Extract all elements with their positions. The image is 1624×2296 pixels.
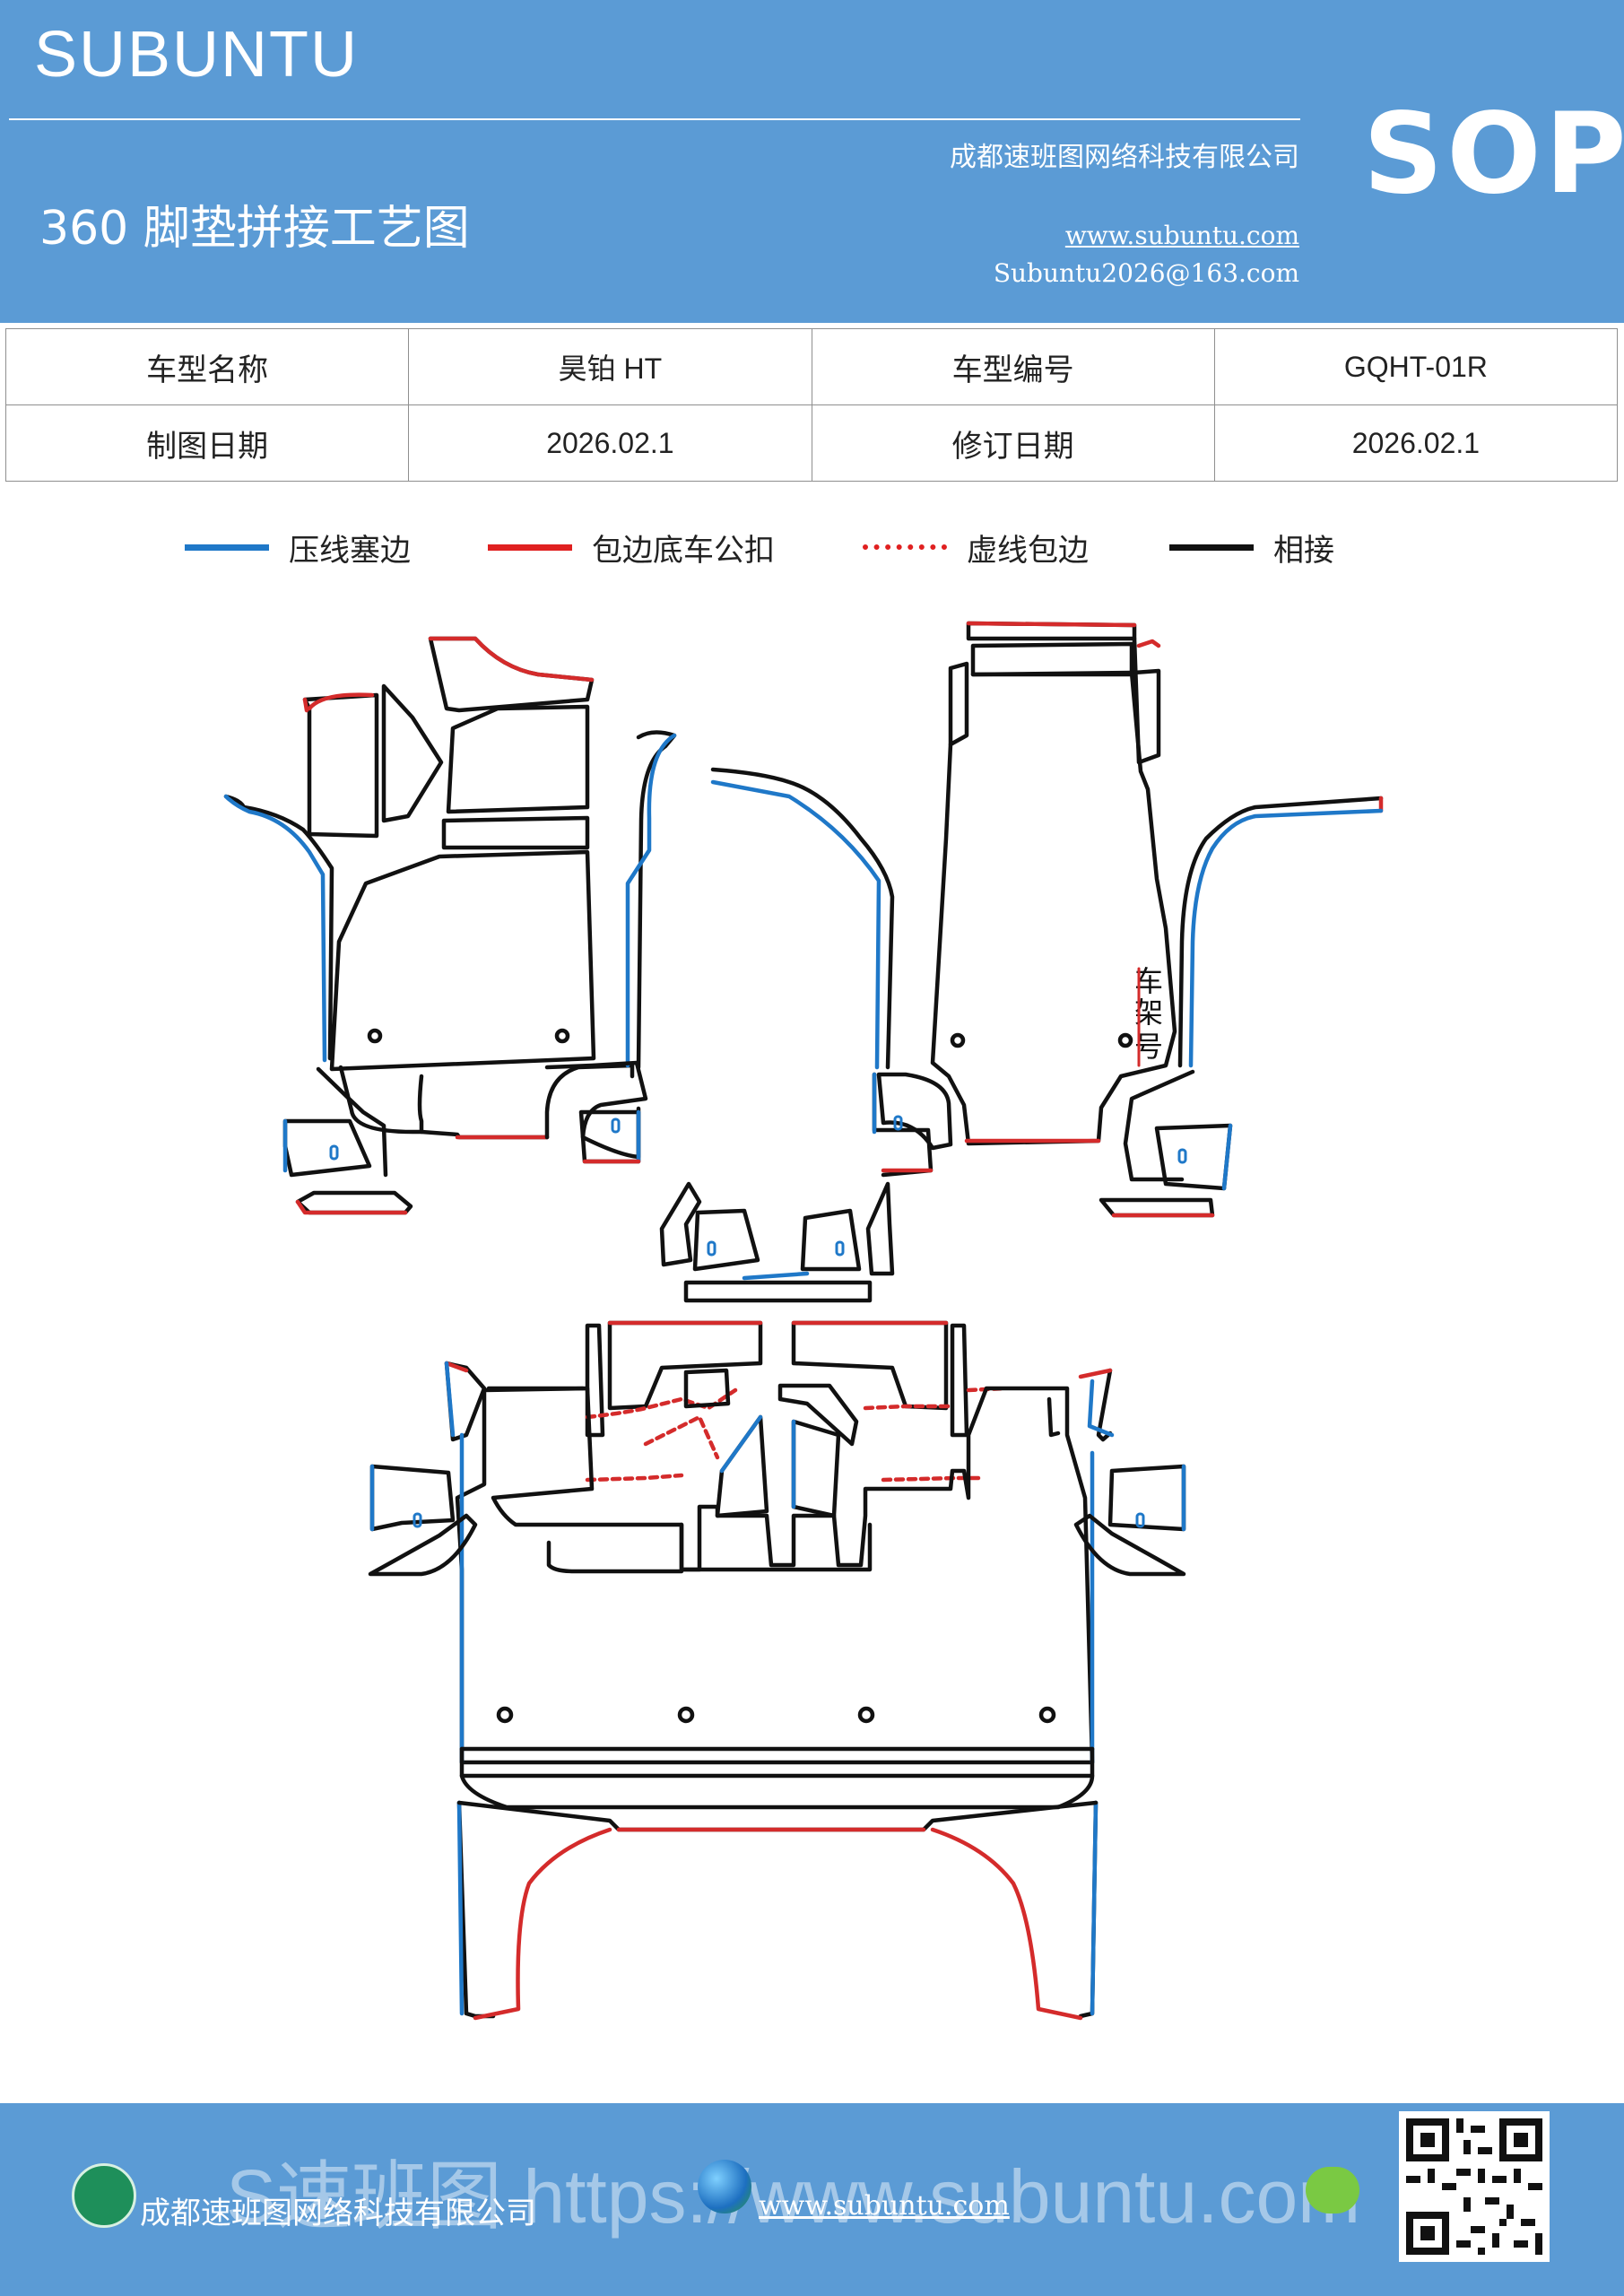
model-name-label: 车型名称 — [4, 328, 410, 405]
front-right-mat: 车 架 号 — [710, 621, 1384, 1218]
legend-label: 虚线包边 — [967, 532, 1089, 569]
draw-date-label: 制图日期 — [4, 404, 410, 482]
rear-mat — [368, 1320, 1186, 2021]
legend-label: 压线塞边 — [289, 532, 411, 569]
revise-date-label: 修订日期 — [811, 404, 1215, 482]
revise-date-value: 2026.02.1 — [1213, 404, 1619, 482]
model-code-label: 车型编号 — [811, 328, 1215, 405]
legend-swatch-black — [1169, 544, 1254, 551]
globe-icon — [698, 2160, 751, 2213]
model-name-value: 昊铂 HT — [408, 328, 812, 405]
qr-code-icon — [1399, 2111, 1550, 2262]
legend-swatch-red-dashed — [863, 544, 947, 550]
legend-item-joint: 相接 — [1169, 520, 1334, 574]
footer-website-link[interactable]: www.subuntu.com — [759, 2190, 1010, 2222]
wechat-icon — [1306, 2167, 1359, 2213]
legend-item-press-line: 压线塞边 — [185, 520, 411, 574]
header-divider — [9, 118, 1300, 120]
legend-swatch-red — [488, 544, 572, 551]
center-console-pieces — [659, 1181, 895, 1303]
draw-date-value: 2026.02.1 — [408, 404, 812, 482]
table-row: 制图日期 2026.02.1 修订日期 2026.02.1 — [4, 404, 1619, 482]
footer-company-name: 成都速班图网络科技有限公司 — [140, 2196, 536, 2231]
legend-label: 包边底车公扣 — [592, 532, 775, 569]
brand-logo-text: SUBUNTU — [34, 19, 360, 91]
footer-watermark: S速班图 https://www.subuntu.com — [226, 2154, 1361, 2239]
table-row: 车型名称 昊铂 HT 车型编号 GQHT-01R — [4, 328, 1619, 405]
legend-label: 相接 — [1273, 532, 1334, 569]
vehicle-info-table: 车型名称 昊铂 HT 车型编号 GQHT-01R 制图日期 2026.02.1 … — [4, 328, 1619, 482]
model-code-value: GQHT-01R — [1213, 328, 1619, 405]
legend-swatch-blue — [185, 544, 269, 551]
legend-item-edge-buckle: 包边底车公扣 — [488, 520, 775, 574]
legend-item-dashed-edge: 虚线包边 — [863, 520, 1089, 574]
header-company-name: 成都速班图网络科技有限公司 — [950, 142, 1299, 173]
header-email: Subuntu2026@163.com — [993, 258, 1299, 288]
header-website-link[interactable]: www.subuntu.com — [1064, 221, 1299, 250]
company-logo-icon — [72, 2163, 136, 2228]
sop-badge: SOP — [1363, 90, 1624, 219]
document-title: 360 脚垫拼接工艺图 — [39, 202, 470, 256]
header-banner — [0, 0, 1624, 323]
front-left-mat — [223, 636, 677, 1215]
